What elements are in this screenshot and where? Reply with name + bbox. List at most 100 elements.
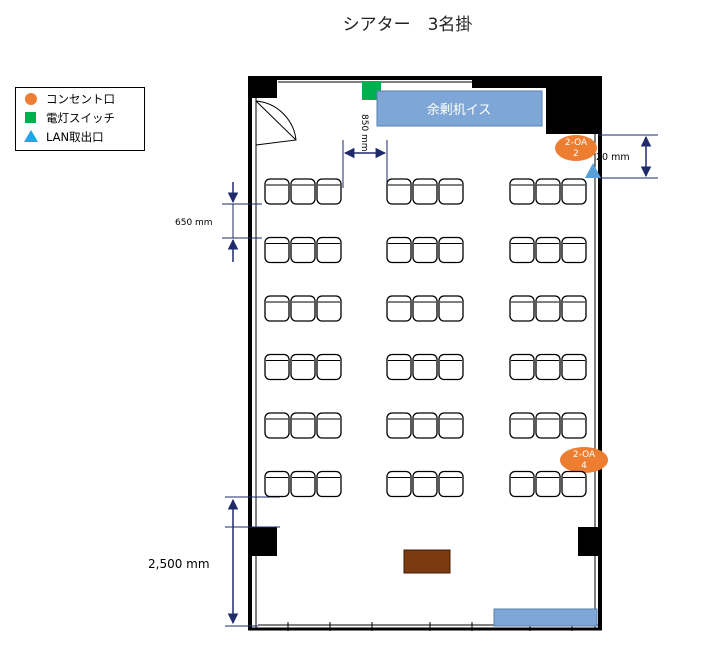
seat [316,178,342,205]
column-top-right-beam [472,78,602,88]
seat [412,353,438,381]
seat [438,353,464,381]
seat [535,412,561,439]
seat [535,295,561,322]
seat [412,412,438,439]
seat [316,412,342,439]
seat [264,470,290,498]
seat [386,412,412,439]
outlet-2oa-4-label-bottom: 4 [581,461,587,471]
seat-block [386,353,464,381]
spare-desks-label: 余剰机イス [427,102,492,118]
seat [412,470,438,498]
seat-block [509,470,587,498]
dim-row: 650 mm [175,182,262,262]
column-right [578,527,600,556]
seat [509,236,535,264]
seat-block [386,412,464,439]
seat [412,236,438,264]
seat [535,178,561,205]
door [255,100,297,146]
seat [535,470,561,498]
seat-block [264,236,342,264]
lan-triangle-icon [24,130,38,144]
legend: コンセント口 電灯スイッチ LAN取出口 [15,87,145,151]
seat-block [509,353,587,381]
outlet-2oa-4: 2-OA 4 [560,447,608,473]
seat-block [264,353,342,381]
seat-block [386,178,464,205]
seat [316,470,342,498]
outlet-2oa-2-label-bottom: 2 [573,149,579,159]
seat [438,470,464,498]
seat [264,353,290,381]
legend-switch-label: 電灯スイッチ [46,111,115,125]
seat [290,412,316,439]
seat [316,295,342,322]
seat-block [509,236,587,264]
seat-block [264,412,342,439]
seat-block [386,236,464,264]
seat [509,178,535,205]
seat [535,353,561,381]
dim-aisle-label: 850 mm [359,114,369,152]
dim-row-label: 650 mm [175,218,213,228]
outlet-2oa-4-label-top: 2-OA [573,450,596,460]
dim-aisle: 850 mm [342,114,388,188]
seat [290,470,316,498]
outlet-2oa-2-label-top: 2-OA [565,138,588,148]
dim-wall-label: 20 mm [596,152,630,163]
seat [509,295,535,322]
seat [386,295,412,322]
seat [561,353,587,381]
seat [386,178,412,205]
seat [264,412,290,439]
seat [264,295,290,322]
seat [561,178,587,205]
seat [509,353,535,381]
outlet-circle-icon [24,92,38,106]
seat [561,470,587,498]
seat [412,295,438,322]
spare-desks-area [376,90,543,127]
seat [438,412,464,439]
column-top-right [546,78,600,134]
seat [535,236,561,264]
legend-outlet-label: コンセント口 [46,92,115,106]
seat [412,178,438,205]
seat [290,236,316,264]
seat-block [264,295,342,322]
seat-block [509,295,587,322]
seat-block [509,178,587,205]
seat [264,178,290,205]
seat [264,236,290,264]
legend-item-lan: LAN取出口 [24,128,104,146]
light-switch-icon [362,81,381,100]
legend-item-switch: 電灯スイッチ [24,109,115,127]
seat [438,295,464,322]
storage-bottom-right [493,608,598,627]
lan-outlet-icon [585,163,601,178]
seat [290,353,316,381]
seat-block [386,295,464,322]
seat-block [264,470,342,498]
dim-front: 2,500 mm [148,496,280,627]
seat [290,178,316,205]
podium [403,549,451,574]
seat [438,178,464,205]
seating-area [264,178,587,498]
column-left [252,527,277,556]
seat [561,295,587,322]
seat [509,470,535,498]
dim-wall: 20 mm [596,134,658,179]
switch-square-icon [24,111,38,125]
seat-block [386,470,464,498]
seat [386,470,412,498]
seat-block [264,178,342,205]
dim-front-label: 2,500 mm [148,557,210,571]
page-title: シアター 3名掛 [342,15,473,35]
seat [316,236,342,264]
column-top-left [250,78,277,98]
legend-item-outlet: コンセント口 [24,90,115,108]
